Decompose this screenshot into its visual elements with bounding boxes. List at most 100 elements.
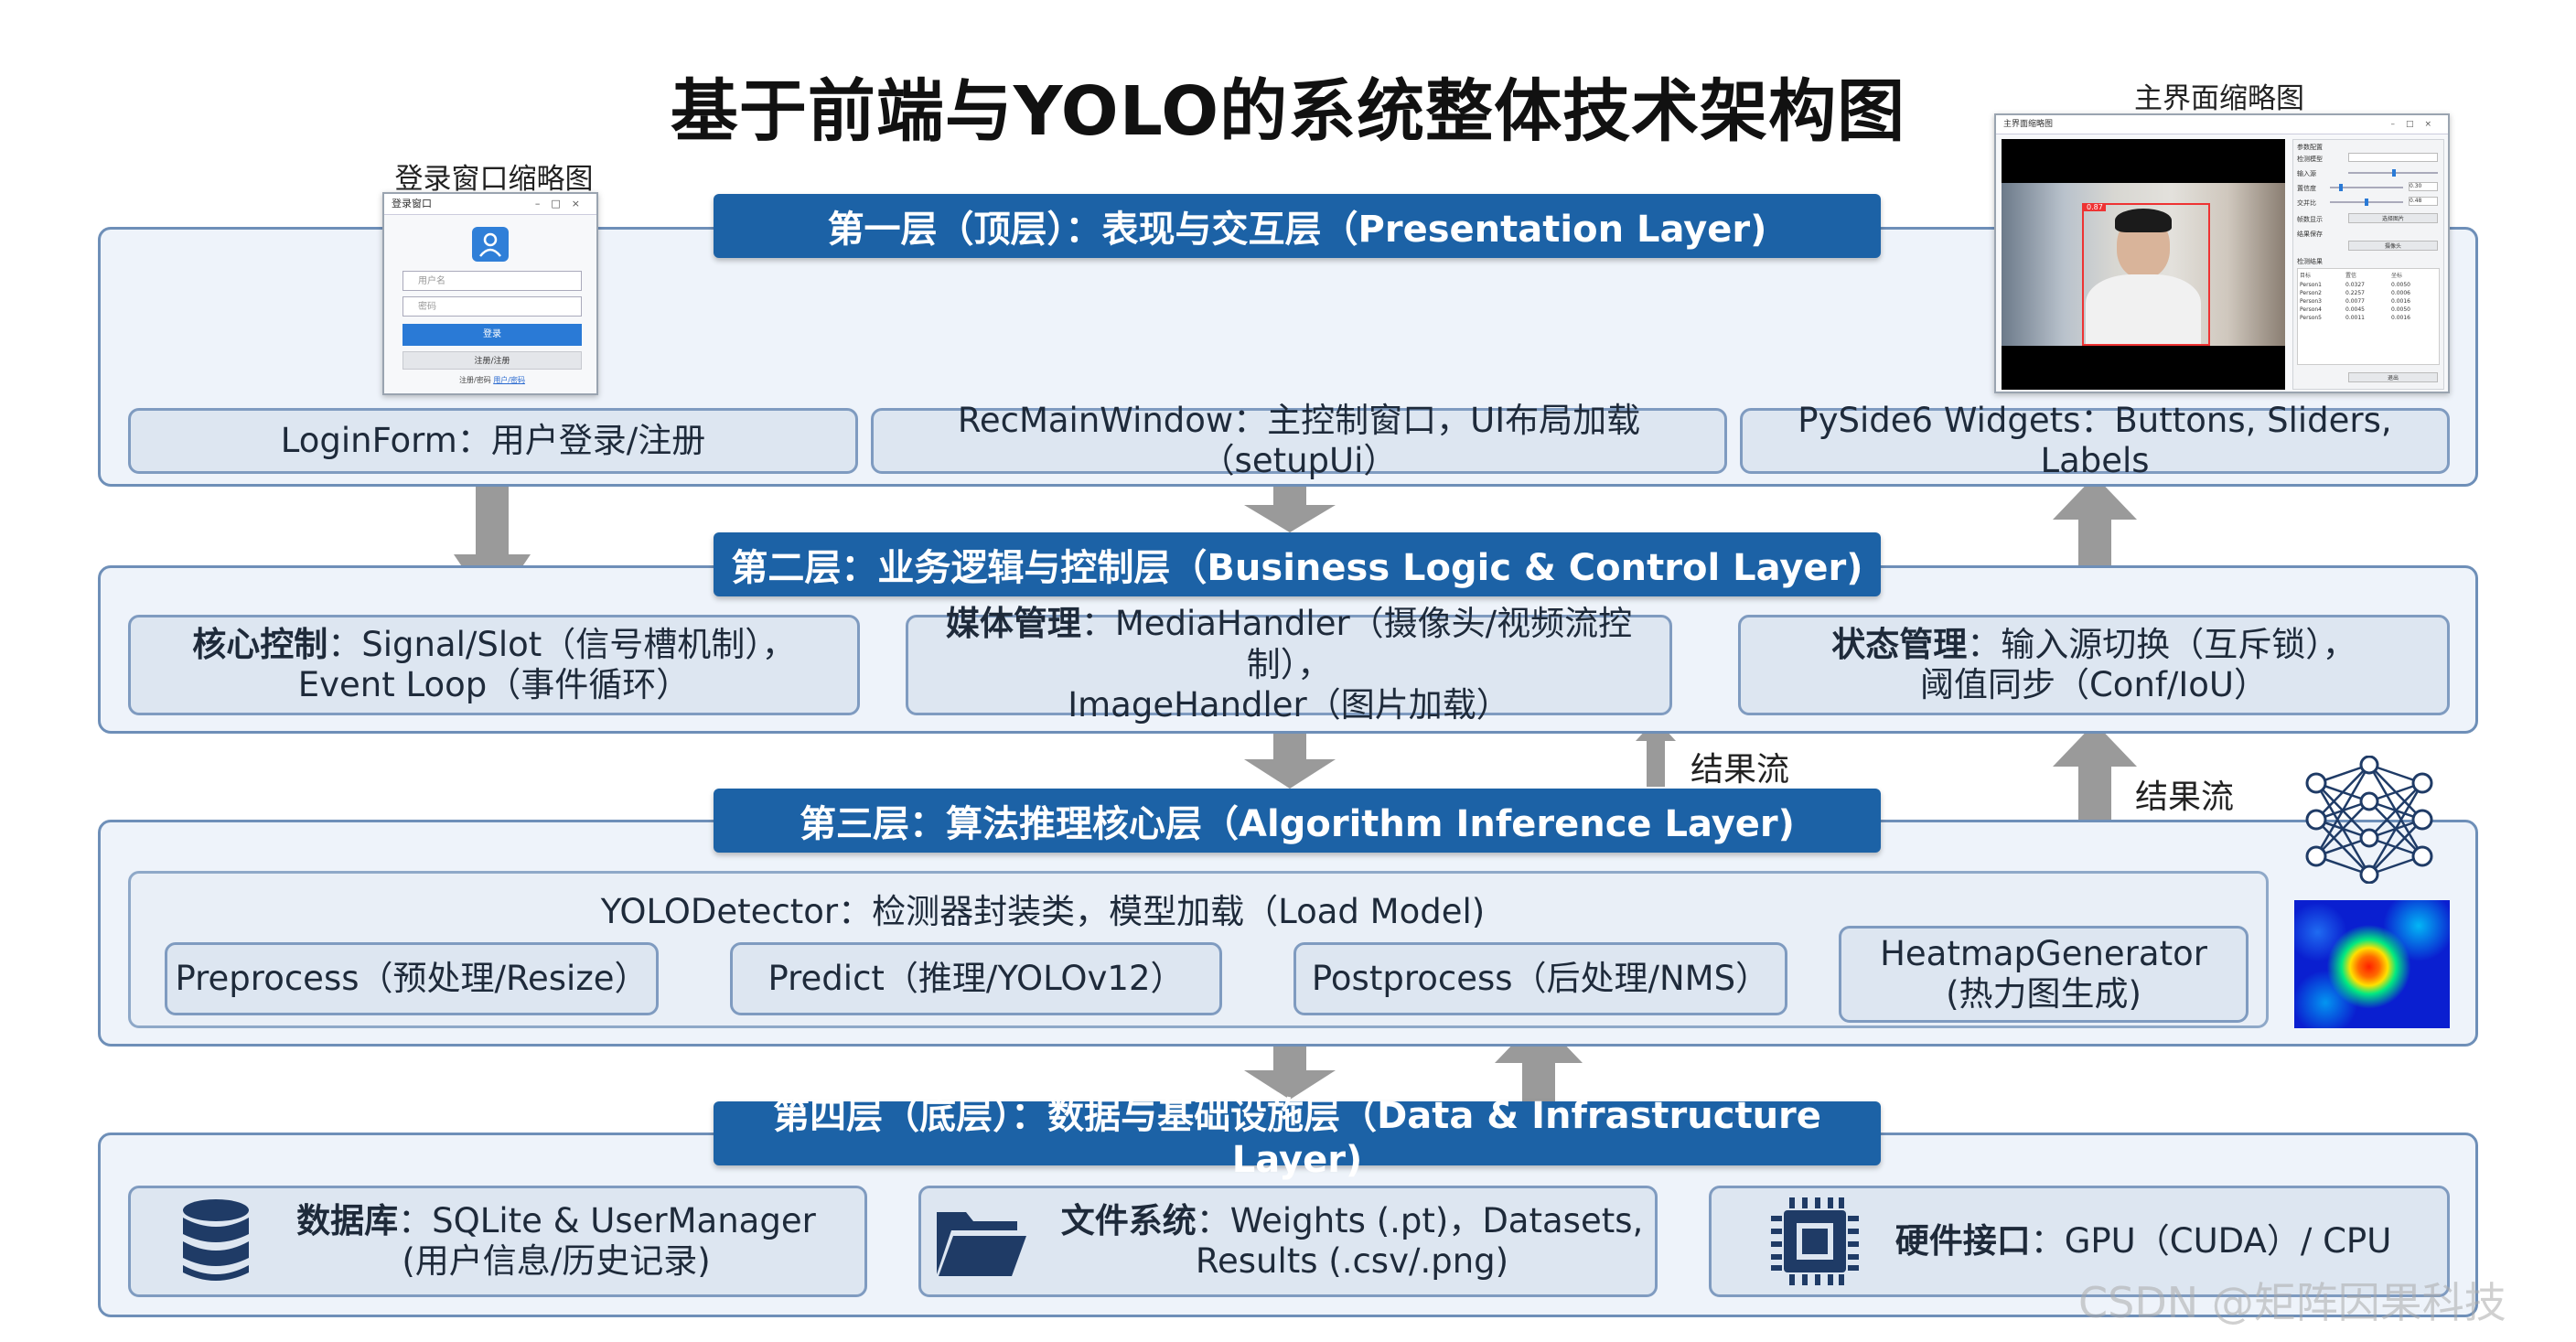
loginform-text: LoginForm：用户登录/注册 [280,420,706,460]
hardware-line1: ：GPU（CUDA）/ CPU [2030,1220,2392,1261]
table-header-target: 目标 [2300,273,2312,279]
preprocess-text: Preprocess（预处理/Resize） [175,958,649,998]
state-management-line1: ：输入源切换（互斥锁）， [1967,624,2356,664]
database-box: 数据库：SQLite & UserManager (用户信息/历史记录) [128,1186,867,1297]
core-control-title: 核心控制 [192,624,328,664]
login-window-thumb: 登录窗口–□× 用户名 密码 登录 注册/注册 注册/密码 用户/密码 [382,192,598,395]
diagram-title: 基于前端与YOLO的系统整体技术架构图 [670,72,1906,151]
main-window-title: 主界面缩略图 [2003,120,2054,129]
table-header-conf: 置信 [2345,273,2357,279]
settings-row-fps: 帧数显示 [2297,216,2323,223]
model-select[interactable] [2348,153,2438,162]
filesystem-box: 文件系统：Weights (.pt)，Datasets, Results (.c… [918,1186,1658,1297]
main-thumb-label: 主界面缩略图 [2134,82,2304,115]
filesystem-line2: Results (.csv/.png) [1195,1241,1509,1281]
layer3-banner: 第三层：算法推理核心层（Algorithm Inference Layer) [714,789,1881,853]
arrow-layer2-to-layer3 [1244,732,1336,789]
main-window-titlebar: 主界面缩略图–□× [1996,115,2448,134]
neural-network-icon [2305,756,2433,884]
postprocess-text: Postprocess（后处理/NMS） [1311,958,1770,998]
predict-box: Predict（推理/YOLOv12） [730,942,1222,1015]
state-management-box: 状态管理：输入源切换（互斥锁）， 阈值同步（Conf/IoU） [1738,615,2450,715]
widgets-box: PySide6 Widgets：Buttons, Sliders, Labels [1740,401,2450,480]
core-control-box: 核心控制：Signal/Slot（信号槽机制）， Event Loop（事件循环… [128,615,860,715]
select-image-button[interactable]: 选择图片 [2348,213,2438,223]
heatmap-image [2294,900,2450,1028]
conf-slider[interactable] [2330,184,2403,191]
heatmap-generator-box: HeatmapGenerator (热力图生成) [1839,926,2249,1023]
watermark: CSDN @矩阵因果科技 [2078,1278,2506,1327]
database-line1: ：SQLite & UserManager [398,1200,816,1240]
filesystem-title: 文件系统 [1060,1200,1197,1240]
state-management-title: 状态管理 [1831,624,1968,664]
core-control-line1: ：Signal/Slot（信号槽机制）， [327,624,796,664]
yolodetector-title: YOLODetector：检测器封装类，模型加载（Load Model) [600,892,1486,931]
core-control-line2: Event Loop（事件循环） [297,665,691,704]
widgets-text: PySide6 Widgets：Buttons, Sliders, Labels [1798,400,2392,480]
login-footer: 注册/密码 用户/密码 [459,376,525,384]
settings-row-iou: 交并比 [2297,199,2316,207]
folder-icon [936,1212,1026,1276]
recmainwindow-text: RecMainWindow：主控制窗口，UI布局加载（setupUi） [957,400,1641,480]
login-window-titlebar: 登录窗口–□× [384,194,596,215]
hardware-title: 硬件接口 [1894,1220,2031,1261]
settings-row-model: 检测模型 [2297,156,2323,163]
login-password-input[interactable]: 密码 [402,296,582,317]
hardware-box: 硬件接口：GPU（CUDA）/ CPU [1709,1186,2450,1297]
iou-value[interactable]: 0.48 [2409,197,2438,206]
settings-panel: 参数配置 检测模型 输入源 置信度 0.30 交并比 0.48 帧数显示 选择图… [2292,139,2444,390]
layer2-banner: 第二层：业务逻辑与控制层（Business Logic & Control La… [714,532,1881,596]
media-management-line1: ：MediaHandler（摄像头/视频流控制）， [1080,604,1633,684]
result-flow-label-1: 结果流 [1690,751,1790,789]
camera-frame: 0.87 [2002,183,2285,346]
source-slider[interactable] [2348,169,2438,177]
database-title: 数据库 [296,1200,399,1240]
media-management-title: 媒体管理 [945,604,1081,644]
login-footer-link[interactable]: 用户/密码 [493,376,525,384]
main-window-thumb: 主界面缩略图–□× 0.87 参数配置 检测模型 输入源 置信度 0.30 交并… [1994,113,2450,393]
camera-button[interactable]: 摄像头 [2348,241,2438,251]
layer4-banner: 第四层（底层）：数据与基础设施层（Data & Infrastructure L… [714,1095,1881,1181]
postprocess-box: Postprocess（后处理/NMS） [1293,942,1787,1015]
heatmap-generator-line2: (热力图生成) [1946,974,2141,1014]
predict-text: Predict（推理/YOLOv12） [767,958,1185,998]
database-icon [183,1199,250,1281]
person-body [2086,274,2201,346]
filesystem-line1: ：Weights (.pt)，Datasets, [1196,1200,1644,1240]
login-username-input[interactable]: 用户名 [402,271,582,291]
heatmap-generator-line1: HeatmapGenerator [1880,933,2207,973]
login-submit-button[interactable]: 登录 [402,324,582,346]
settings-row-source: 输入源 [2297,170,2316,177]
settings-title: 参数配置 [2297,144,2323,151]
person-hair [2115,209,2172,232]
result-flow-label-2: 结果流 [2135,778,2235,816]
layer1-banner: 第一层（顶层）：表现与交互层（Presentation Layer) [714,194,1881,258]
chip-icon [1770,1197,1859,1285]
login-register-button[interactable]: 注册/注册 [402,351,582,370]
loginform-box: LoginForm：用户登录/注册 [128,408,858,474]
settings-row-save: 结果保存 [2297,231,2323,238]
preprocess-box: Preprocess（预处理/Resize） [165,942,659,1015]
detection-label: 0.87 [2084,203,2106,211]
result-table-title: 检测结果 [2297,258,2323,265]
database-line2: (用户信息/历史记录) [402,1241,711,1281]
video-display: 0.87 [2002,139,2285,390]
arrow-layer3-to-layer4 [1244,1045,1336,1100]
iou-slider[interactable] [2330,199,2403,206]
media-management-box: 媒体管理：MediaHandler（摄像头/视频流控制）， ImageHandl… [906,604,1672,725]
media-management-line2: ImageHandler（图片加载） [1068,685,1510,725]
state-management-line2: 阈值同步（Conf/IoU） [1919,665,2269,704]
detection-bbox [2082,203,2210,346]
login-window-title: 登录窗口 [392,198,432,209]
login-thumb-label: 登录窗口缩略图 [394,163,594,196]
exit-button[interactable]: 退出 [2348,372,2438,382]
settings-row-conf: 置信度 [2297,185,2316,192]
conf-value[interactable]: 0.30 [2409,182,2438,191]
table-header-coord: 坐标 [2391,273,2403,279]
